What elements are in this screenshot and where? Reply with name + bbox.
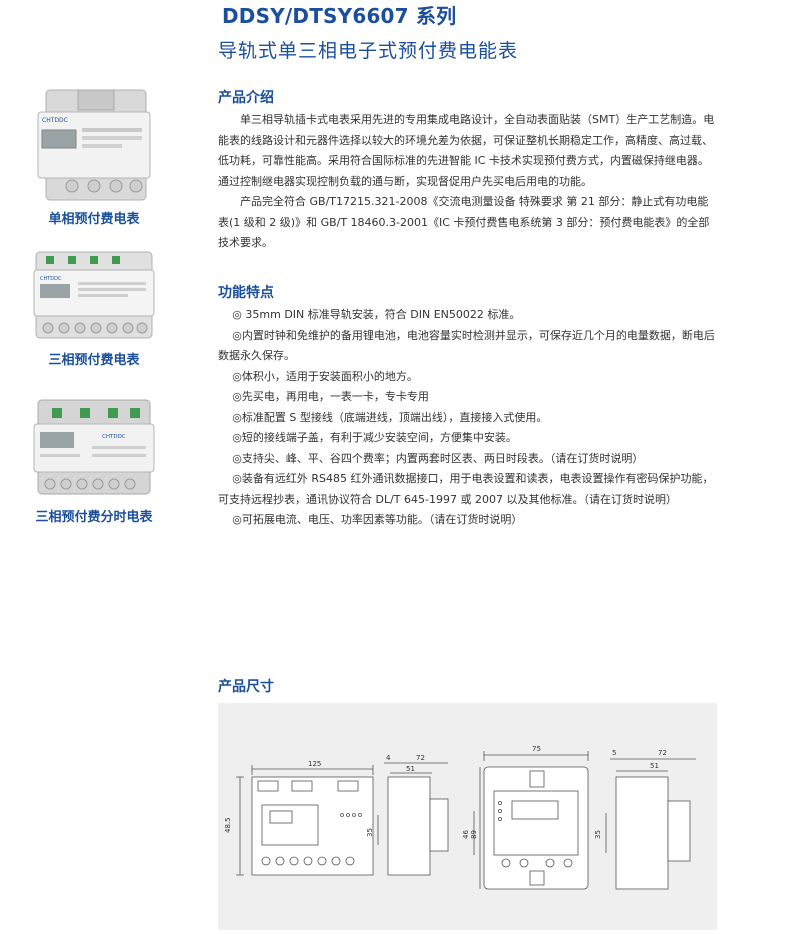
intro-paragraph: 单三相导轨插卡式电表采用先进的专用集成电路设计，全自动表面贴装（SMT）生产工艺…	[218, 113, 715, 188]
dim-label: 125	[308, 760, 321, 768]
feature-item: ◎可拓展电流、电压、功率因素等功能。（请在订货时说明）	[232, 513, 523, 526]
section-heading-features: 功能特点	[218, 285, 274, 301]
product-title: 导轨式单三相电子式预付费电能表	[218, 40, 519, 62]
dim-label: 89	[470, 830, 478, 839]
feature-item: ◎标准配置 S 型接线（底端进线，顶端出线），直接接入式使用。	[232, 410, 548, 424]
product-caption-single-phase: 单相预付费电表	[48, 212, 140, 227]
dim-label: 35	[366, 828, 374, 837]
dim-label: 51	[650, 762, 659, 770]
dim-label: 75	[532, 745, 541, 753]
intro-body: 单三相导轨插卡式电表采用先进的专用集成电路设计，全自动表面贴装（SMT）生产工艺…	[218, 110, 718, 254]
product-caption-three-phase-tou: 三相预付费分时电表	[35, 510, 153, 525]
brand-logo-3: CHTDDC	[102, 434, 126, 440]
intro-paragraph: 产品完全符合 GB/T17215.321-2008《交流电测量设备 特殊要求 第…	[218, 195, 710, 249]
dim-label: 72	[658, 749, 667, 757]
dim-label: 4	[386, 754, 391, 762]
feature-item: ◎先买电，再用电，一表一卡，专卡专用	[232, 390, 429, 403]
feature-item: ◎装备有远红外 RS485 红外通讯数据接口，用于电表设置和读表，电表设置操作有…	[218, 472, 714, 506]
features-list: ◎ 35mm DIN 标准导轨安装，符合 DIN EN50022 标准。 ◎内置…	[218, 305, 718, 531]
series-model-title: DDSY/DTSY6607 系列	[222, 4, 457, 28]
product-image-single-phase: CHTDDC	[32, 88, 156, 206]
dim-label: 46	[462, 830, 470, 839]
dim-label: 72	[416, 754, 425, 762]
dim-label: 5	[612, 749, 616, 757]
dim-label: 48.5	[224, 817, 232, 833]
section-heading-dimensions: 产品尺寸	[218, 679, 274, 695]
dimension-drawing-panel: 125 48.5 4 72 51 35 75 46 89	[218, 703, 717, 930]
feature-item: ◎内置时钟和免维护的备用锂电池，电池容量实时检测并显示，可保存近几个月的电量数据…	[218, 328, 715, 363]
dim-label: 51	[406, 765, 415, 773]
feature-item: ◎体积小，适用于安装面积小的地方。	[232, 369, 418, 383]
brand-logo-2: CHTDDC	[40, 276, 62, 282]
dim-label: 35	[594, 830, 602, 839]
feature-item: ◎支持尖、峰、平、谷四个费率；内置两套时区表、两日时段表。（请在订货时说明）	[232, 451, 644, 465]
brand-logo-1: CHTDDC	[42, 117, 68, 124]
feature-item: ◎ 35mm DIN 标准导轨安装，符合 DIN EN50022 标准。	[232, 308, 521, 321]
product-image-three-phase: CHTDDC	[32, 248, 156, 344]
product-image-three-phase-tou: CHTDDC	[32, 398, 156, 500]
feature-item: ◎短的接线端子盖，有利于减少安装空间，方便集中安装。	[232, 431, 517, 444]
section-heading-intro: 产品介绍	[218, 90, 274, 106]
product-caption-three-phase: 三相预付费电表	[48, 353, 140, 368]
dimension-drawing: 125 48.5 4 72 51 35 75 46 89	[224, 745, 696, 890]
